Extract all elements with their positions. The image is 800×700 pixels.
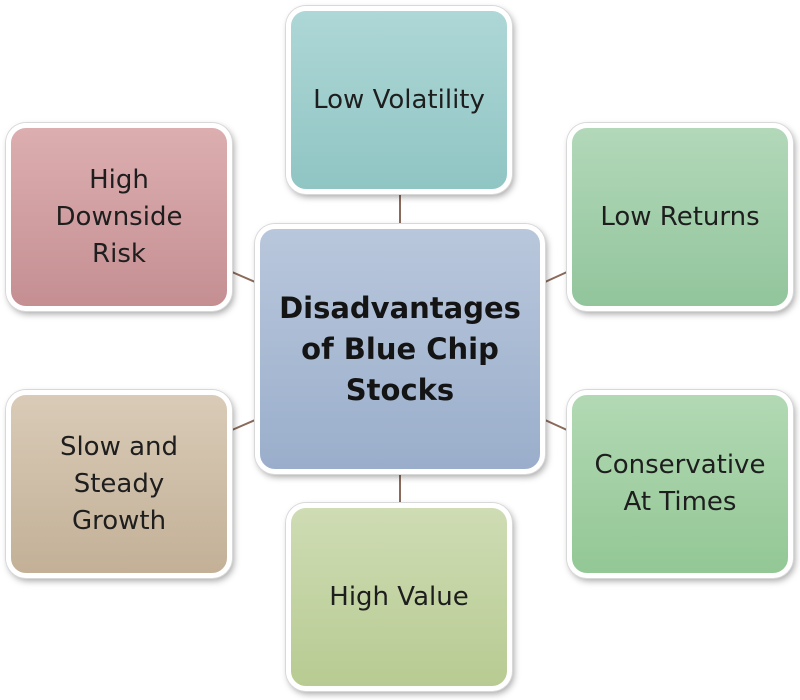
connector-lower-right bbox=[544, 419, 568, 431]
center-label-line-1: Disadvantages bbox=[279, 290, 521, 325]
node-label-line-1: Slow and bbox=[59, 431, 179, 462]
center-label-line-2: of Blue Chip bbox=[301, 331, 499, 366]
connector-upper-left bbox=[231, 271, 256, 283]
node-slow-and-steady-growth: Slow and Steady Growth bbox=[6, 390, 232, 578]
connector-upper-right bbox=[544, 271, 568, 283]
node-label: High Value bbox=[329, 581, 469, 612]
node-center-disadvantages: Disadvantages of Blue Chip Stocks bbox=[255, 224, 545, 474]
node-label-line-2: Steady bbox=[73, 468, 165, 499]
node-label-line-2: Downside bbox=[55, 201, 183, 232]
node-low-volatility: Low Volatility bbox=[286, 6, 512, 194]
node-label-line-1: High bbox=[89, 164, 149, 195]
node-label: Low Returns bbox=[600, 201, 760, 232]
connector-lower-left bbox=[231, 419, 256, 431]
center-label-line-3: Stocks bbox=[345, 372, 455, 407]
node-label-line-2: At Times bbox=[623, 487, 737, 517]
node-label-line-1: Conservative bbox=[594, 450, 766, 480]
node-label-line-3: Risk bbox=[92, 238, 146, 269]
node-label-line-3: Growth bbox=[71, 505, 167, 536]
node-conservative-at-times: Conservative At Times bbox=[567, 390, 793, 578]
node-label: Low Volatility bbox=[313, 84, 485, 115]
node-high-downside-risk: High Downside Risk bbox=[6, 123, 232, 311]
node-high-value: High Value bbox=[286, 503, 512, 691]
node-low-returns: Low Returns bbox=[567, 123, 793, 311]
